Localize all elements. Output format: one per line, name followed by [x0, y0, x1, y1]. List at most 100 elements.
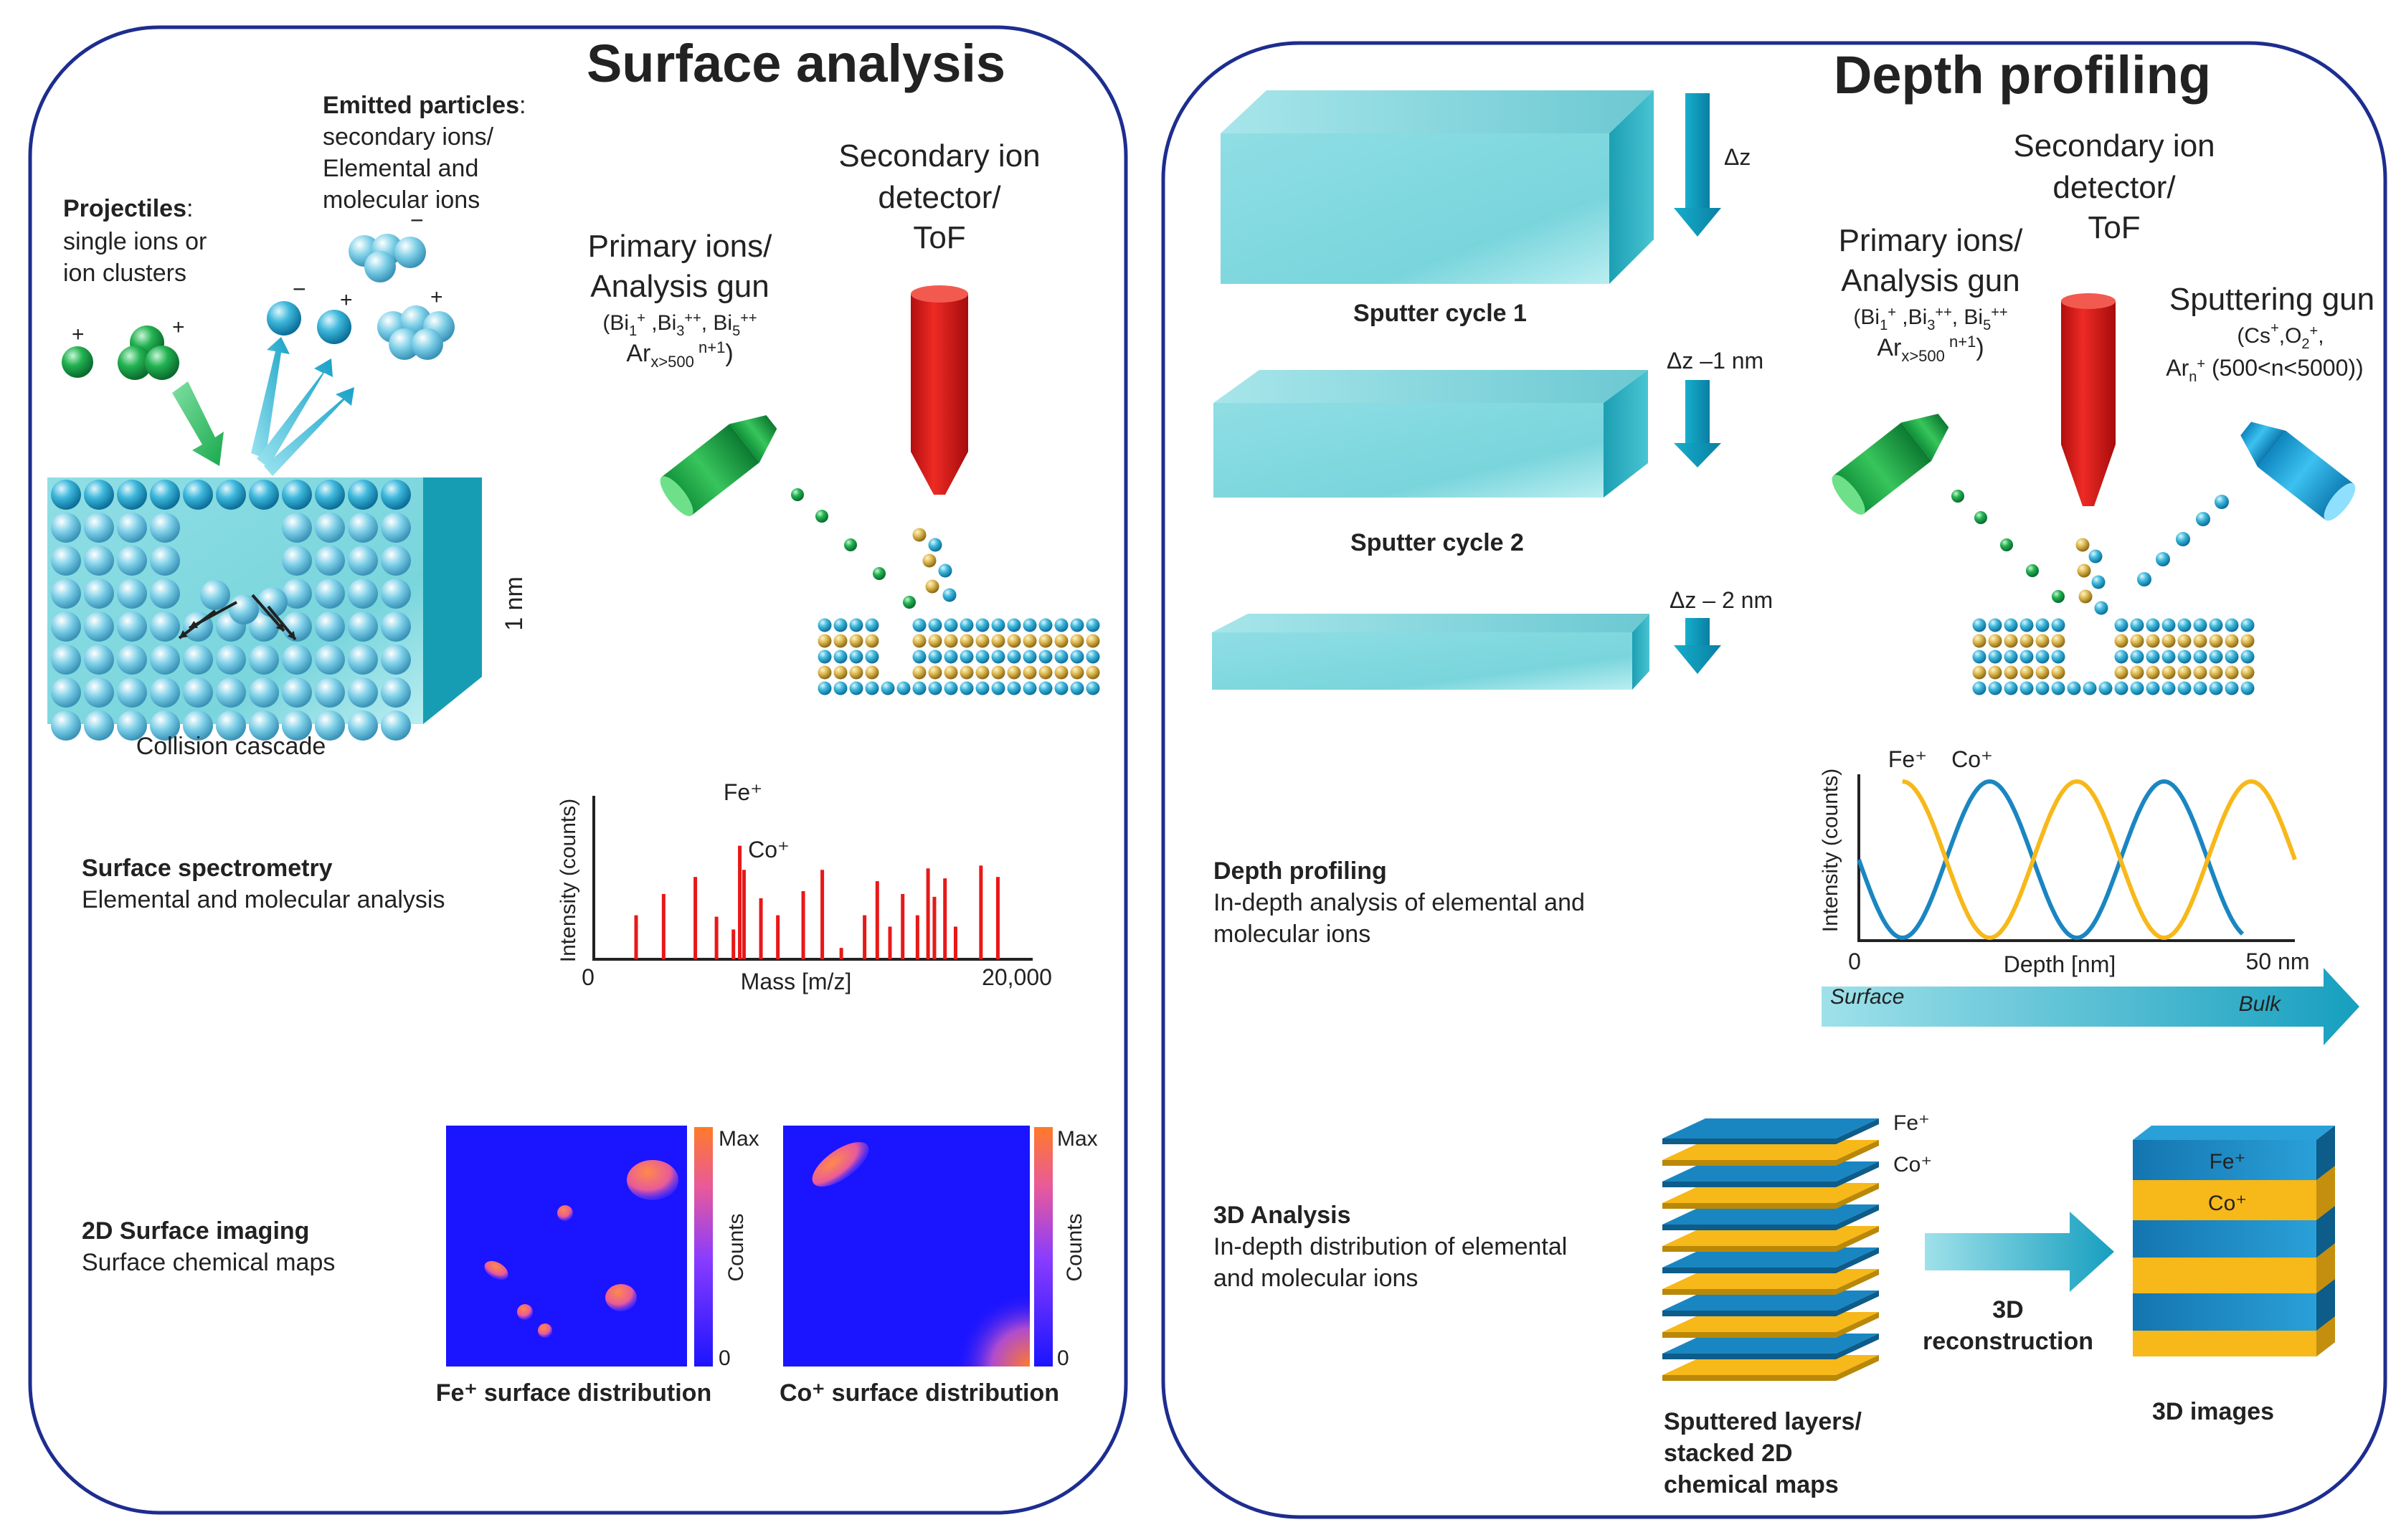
- layers-line2: stacked 2D: [1664, 1440, 1793, 1467]
- depth-primary-line2: Analysis gun: [1841, 263, 2019, 298]
- surface-lattice: [818, 528, 1100, 695]
- svg-text:+: +: [172, 315, 185, 339]
- depth-xtick-1: 50 nm: [2246, 949, 2310, 974]
- surface-analysis-panel: Surface analysis Projectiles: single ion…: [28, 25, 1128, 1515]
- primary-formula-ar: Arx>500 n+1): [626, 338, 733, 371]
- co-depth-curve: [1902, 779, 2297, 941]
- depth-profile-chart: Intensity (counts) Depth [nm] 0 50 nm Fe…: [1819, 746, 2309, 977]
- sputter-slab-3: [1212, 614, 1649, 690]
- spectrum-bar: [801, 890, 805, 959]
- detector-line1: Secondary ion: [838, 138, 1040, 174]
- stack-layer: [1662, 1355, 1879, 1375]
- spectrum-bar: [888, 926, 892, 959]
- spectrum-xtick-1: 20,000: [982, 964, 1052, 990]
- spectrum-bar: [742, 870, 746, 959]
- emitted-ions: − + − +: [251, 207, 455, 476]
- sputter-slab-1: [1221, 90, 1654, 284]
- recon-line1: 3D: [1992, 1296, 2023, 1323]
- stack-layer: [1662, 1291, 1879, 1311]
- spectrum-bar: [953, 926, 957, 959]
- analysis3d-title: 3D Analysis: [1213, 1202, 1351, 1229]
- spectrum-bar: [863, 915, 867, 959]
- depth-arrow-2: [1674, 380, 1721, 467]
- spectrum-bar: [926, 868, 930, 959]
- bulk-label: Bulk: [2239, 992, 2282, 1016]
- emitted-line3: molecular ions: [323, 186, 480, 214]
- co-colorbar-label: Counts: [1063, 1213, 1086, 1281]
- surface-label: Surface: [1830, 985, 1904, 1009]
- sputtering-gun-line1: Sputtering gun: [2169, 282, 2374, 317]
- spectrum-label-co: Co⁺: [748, 837, 790, 862]
- depth-profiling-panel: Depth profiling Sputter cycle 1 Sputter …: [1161, 41, 2387, 1519]
- primary-line1: Primary ions/: [588, 229, 772, 264]
- spectrometry-subtitle: Elemental and molecular analysis: [82, 886, 445, 913]
- depth-panel-border: [1161, 41, 2387, 1519]
- spectrum-bar: [839, 948, 843, 959]
- sputtering-formula-2: Arn+ (500<n<5000)): [2166, 355, 2363, 385]
- stack-layer: [1662, 1118, 1879, 1139]
- analysis3d-line1: In-depth distribution of elemental: [1213, 1233, 1567, 1260]
- co-map-caption: Co⁺ surface distribution: [780, 1379, 1059, 1407]
- depth-primary-line1: Primary ions/: [1839, 223, 2023, 258]
- reconstruction-arrow: [1925, 1212, 2114, 1292]
- svg-text:+: +: [430, 285, 443, 309]
- spectrum-bar: [901, 893, 905, 959]
- emitted-line2: Elemental and: [323, 155, 478, 182]
- profiling-line1: In-depth analysis of elemental and: [1213, 889, 1585, 916]
- spectrum-bar: [820, 870, 825, 959]
- sputter-slab-2: [1213, 370, 1648, 498]
- depth-legend-co: Co⁺: [1951, 746, 1993, 772]
- mass-spectrum-chart: Intensity (counts) Mass [m/z] 0 20,000 F…: [557, 779, 1052, 994]
- profiling-line2: molecular ions: [1213, 921, 1370, 948]
- analysis3d-line2: and molecular ions: [1213, 1265, 1418, 1292]
- stack-layer: [1662, 1312, 1879, 1332]
- depth-xtick-0: 0: [1848, 949, 1861, 974]
- detector-line2: detector/: [878, 180, 1001, 215]
- stack-layer: [1662, 1226, 1879, 1246]
- fe-depth-curve: [1857, 779, 2245, 941]
- depth-ylabel: Intensity (counts): [1819, 769, 1842, 932]
- primary-line2: Analysis gun: [590, 269, 769, 304]
- depth-title: Depth profiling: [1834, 45, 2211, 105]
- projectile-ions: + +: [62, 315, 224, 466]
- cascade-label: Collision cascade: [136, 733, 326, 760]
- spectrum-xlabel: Mass [m/z]: [741, 969, 852, 994]
- depth-detector-line1: Secondary ion: [2013, 128, 2215, 163]
- fe-colorbar-label: Counts: [724, 1213, 748, 1281]
- depth-primary-formula: (Bi1+ ,Bi3++, Bi5++: [1853, 305, 2007, 333]
- fe-colorbar-max: Max: [719, 1127, 759, 1151]
- spectrum-label-fe: Fe⁺: [724, 779, 762, 805]
- sputter-cycle-1: Sputter cycle 1: [1353, 300, 1527, 327]
- emitted-heading: Emitted particles:: [323, 92, 526, 119]
- co-colorbar-max: Max: [1057, 1127, 1098, 1151]
- profiling-title: Depth profiling: [1213, 857, 1387, 885]
- reconstructed-3d-block: [2133, 1126, 2335, 1356]
- svg-text:−: −: [293, 276, 306, 302]
- green-incoming-arrow: [172, 381, 224, 466]
- spectrum-bar: [932, 896, 937, 959]
- svg-text:−: −: [410, 207, 424, 233]
- fe-surface-map: Max 0 Counts Fe⁺ surface distribution: [436, 1126, 759, 1407]
- fe-colorbar-min: 0: [719, 1346, 731, 1370]
- surface-bulk-arrow: Surface Bulk: [1822, 968, 2359, 1045]
- spectrum-bar: [875, 881, 879, 959]
- dz-label-2: Δz –1 nm: [1667, 348, 1763, 374]
- sputtering-beam: [2137, 495, 2229, 586]
- spectrum-bar: [995, 877, 1000, 959]
- depth-analysis-beam: [1951, 490, 2065, 603]
- spectrum-bar: [634, 915, 638, 959]
- spectrum-bar: [738, 845, 742, 959]
- sputtered-layer-stack: [1662, 1118, 1879, 1381]
- spectrum-bar: [714, 916, 719, 959]
- recon-line2: reconstruction: [1923, 1328, 2093, 1355]
- surface-panel-border: [28, 25, 1128, 1515]
- spectrum-bar: [915, 915, 919, 959]
- spectrum-bar: [693, 877, 698, 959]
- co-colorbar-min: 0: [1057, 1346, 1069, 1370]
- dz-label-3: Δz – 2 nm: [1670, 587, 1773, 613]
- images3d-label: 3D images: [2152, 1398, 2274, 1425]
- dz-label-1: Δz: [1724, 144, 1751, 170]
- detector-gun: [911, 285, 968, 495]
- layers-line3: chemical maps: [1664, 1471, 1839, 1498]
